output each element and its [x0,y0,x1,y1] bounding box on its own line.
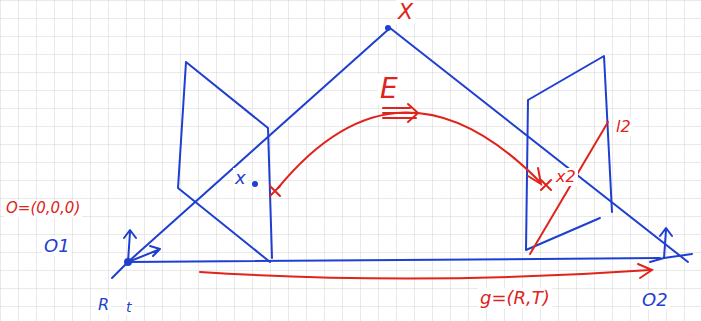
camera-centre [125,259,131,265]
point [252,181,258,187]
point [385,25,391,31]
image-plane [526,56,612,250]
mapping-arrow [278,112,540,188]
axis [124,230,136,262]
axis [664,254,692,258]
axis [650,258,664,262]
transform-arrow [200,270,650,279]
ray [128,28,390,262]
transform-label: g=(R,T) [478,288,552,308]
note-label: t [124,300,134,315]
point-mark [541,180,551,190]
origin-label: O=(0,0,0) [4,200,82,217]
epipolar-line [530,122,608,254]
frame-label: O2 [640,290,670,310]
axis [128,246,160,262]
map-label: E [378,74,400,105]
point-label: x2 [554,168,578,186]
baseline [128,258,660,262]
frame-label: O1 [42,236,72,256]
arrowhead [528,168,541,184]
point-label: x [233,168,248,188]
image-plane [178,62,272,262]
line-label: l2 [614,118,633,136]
axis [660,228,672,258]
note-label: R [96,296,111,314]
arrowhead [638,264,652,278]
underline [383,104,418,122]
point-label: X [396,0,415,24]
ray [390,28,688,262]
